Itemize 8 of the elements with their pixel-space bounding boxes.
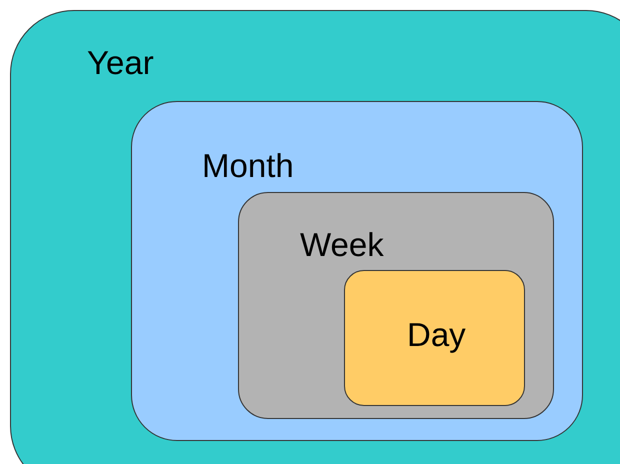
year-box [10,10,620,464]
year-label: Year [87,43,154,83]
month-label: Month [202,146,294,186]
week-box [238,192,554,419]
day-box [344,270,525,406]
week-label: Week [300,225,384,265]
month-box [131,101,583,441]
day-label: Day [407,315,466,355]
